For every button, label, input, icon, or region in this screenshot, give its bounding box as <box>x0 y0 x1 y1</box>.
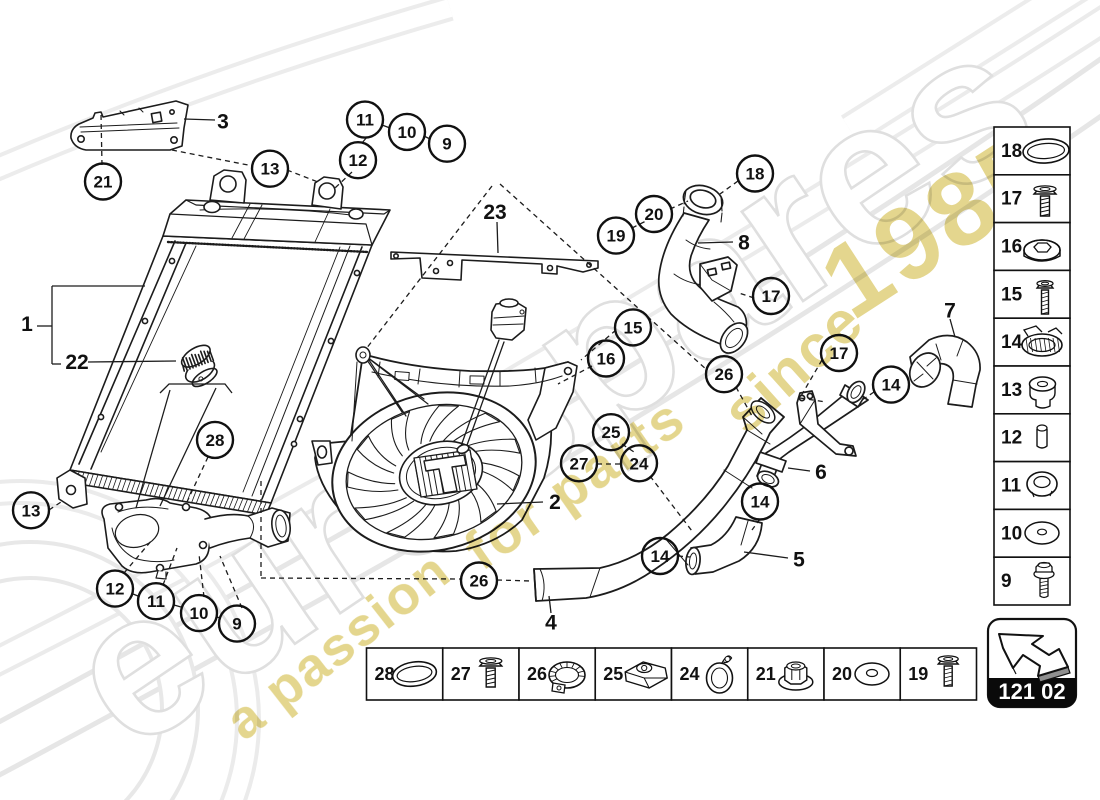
svg-text:22: 22 <box>65 351 88 374</box>
svg-text:13: 13 <box>22 501 41 520</box>
svg-text:9: 9 <box>442 135 451 154</box>
svg-text:14: 14 <box>882 376 901 395</box>
svg-text:7: 7 <box>944 299 956 322</box>
svg-text:15: 15 <box>624 318 643 337</box>
svg-text:27: 27 <box>451 664 471 684</box>
svg-text:6: 6 <box>815 461 827 484</box>
svg-text:24: 24 <box>630 454 649 473</box>
svg-text:2: 2 <box>549 491 561 514</box>
svg-text:19: 19 <box>607 227 626 246</box>
svg-text:12: 12 <box>106 580 125 599</box>
svg-text:25: 25 <box>602 423 621 442</box>
svg-text:23: 23 <box>483 201 506 224</box>
svg-text:11: 11 <box>147 592 165 611</box>
svg-text:14: 14 <box>751 493 770 512</box>
svg-text:10: 10 <box>398 123 417 142</box>
svg-text:28: 28 <box>206 431 225 450</box>
svg-text:17: 17 <box>762 287 781 306</box>
svg-text:9: 9 <box>232 615 241 634</box>
svg-text:10: 10 <box>190 604 209 623</box>
svg-text:18: 18 <box>746 165 765 184</box>
svg-text:3: 3 <box>217 111 229 134</box>
svg-text:13: 13 <box>1001 380 1022 401</box>
svg-text:14: 14 <box>1001 332 1023 353</box>
svg-text:16: 16 <box>1001 237 1022 258</box>
svg-text:20: 20 <box>645 205 664 224</box>
svg-text:27: 27 <box>570 454 589 473</box>
svg-text:8: 8 <box>738 231 750 254</box>
svg-text:1: 1 <box>21 313 33 336</box>
svg-text:19: 19 <box>908 664 928 684</box>
svg-text:15: 15 <box>1001 284 1023 305</box>
svg-text:26: 26 <box>715 365 734 384</box>
svg-text:4: 4 <box>545 612 557 635</box>
svg-text:5: 5 <box>793 549 805 572</box>
svg-text:26: 26 <box>527 664 547 684</box>
svg-text:12: 12 <box>1001 428 1022 449</box>
svg-text:25: 25 <box>603 664 623 684</box>
svg-text:11: 11 <box>1001 476 1022 497</box>
svg-text:21: 21 <box>756 664 776 684</box>
svg-text:26: 26 <box>470 572 489 591</box>
svg-text:121 02: 121 02 <box>998 679 1065 704</box>
svg-text:21: 21 <box>94 173 113 192</box>
svg-text:18: 18 <box>1001 141 1022 162</box>
svg-text:10: 10 <box>1001 523 1022 544</box>
svg-text:17: 17 <box>830 344 849 363</box>
svg-text:14: 14 <box>651 547 670 566</box>
svg-text:16: 16 <box>597 350 616 369</box>
svg-text:24: 24 <box>680 664 700 684</box>
svg-text:17: 17 <box>1001 189 1022 210</box>
svg-text:13: 13 <box>261 160 280 179</box>
svg-text:9: 9 <box>1001 571 1012 592</box>
svg-text:11: 11 <box>356 111 374 130</box>
svg-text:12: 12 <box>349 151 368 170</box>
svg-text:20: 20 <box>832 664 852 684</box>
svg-text:28: 28 <box>375 664 395 684</box>
